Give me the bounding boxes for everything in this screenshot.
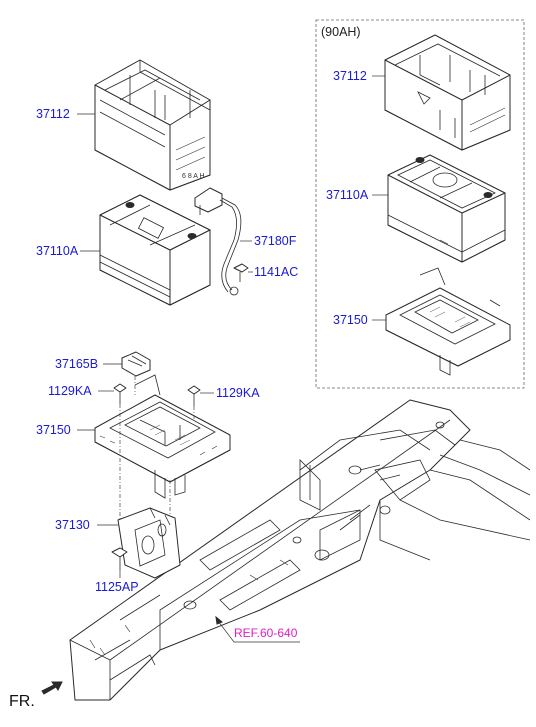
bracket-37165b-drawing [121, 351, 151, 377]
tray-std-drawing [94, 374, 231, 499]
label-37112-90ah[interactable]: 37112 [333, 69, 367, 83]
label-37110a-std[interactable]: 37110A [36, 244, 79, 258]
bolt-1129ka-right-drawing [187, 385, 201, 406]
tray-cover-90ah-drawing [384, 34, 511, 151]
bracket-37130-drawing [117, 507, 181, 579]
svg-text:6 8 A H: 6 8 A H [182, 173, 205, 180]
tray-90ah-drawing [385, 267, 511, 376]
tray-cover-std-drawing: 6 8 A H [94, 59, 211, 191]
label-37165b[interactable]: 37165B [55, 357, 98, 371]
label-37110a-90ah[interactable]: 37110A [326, 188, 369, 202]
battery-90ah-drawing [387, 154, 506, 263]
label-37112-std[interactable]: 37112 [36, 107, 70, 121]
label-37130[interactable]: 37130 [55, 518, 90, 532]
reference-link[interactable]: REF.60-640 [234, 626, 298, 640]
label-1125ap[interactable]: 1125AP [95, 580, 139, 594]
bolt-1125ap-drawing [111, 547, 128, 570]
cable-37180f-drawing [194, 187, 242, 296]
label-37150-90ah[interactable]: 37150 [333, 313, 368, 327]
label-37180f[interactable]: 37180F [254, 234, 297, 248]
label-1141ac[interactable]: 1141AC [254, 265, 298, 279]
variant-90ah-label: (90AH) [321, 25, 361, 39]
label-1129ka-right[interactable]: 1129KA [216, 386, 260, 400]
reference-arrow [217, 620, 300, 643]
battery-std-drawing [99, 194, 211, 306]
front-label: FR. [9, 693, 35, 710]
bolt-1141ac-drawing [233, 263, 249, 282]
bolt-1129ka-left-drawing [113, 383, 127, 404]
label-37150-std[interactable]: 37150 [36, 423, 71, 437]
label-1129ka-left[interactable]: 1129KA [48, 384, 92, 398]
vehicle-frame-rail [69, 399, 531, 701]
variant-90ah-frame [315, 19, 525, 389]
front-arrow-icon [41, 681, 63, 695]
